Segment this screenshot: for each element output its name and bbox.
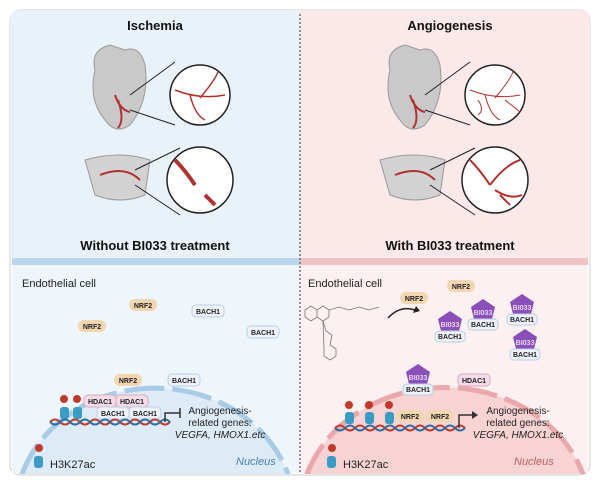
nrf2-protein: NRF2 — [129, 299, 157, 311]
svg-text:NRF2: NRF2 — [119, 378, 137, 385]
heart-icon — [92, 44, 147, 130]
occlusion-zoom-circle — [166, 146, 234, 214]
histone-label: H3K27ac — [343, 459, 389, 471]
inhibition-icon — [164, 408, 181, 422]
bach1-protein: BACH1 — [167, 373, 201, 387]
nrf2-protein: NRF2 — [426, 410, 454, 422]
nrf2-protein: NRF2 — [114, 374, 142, 386]
bach1-protein: BACH1 — [246, 325, 280, 339]
bi033-bach1-complex: BI033 BACH1 — [506, 294, 538, 326]
svg-text:BI033: BI033 — [474, 310, 493, 317]
svg-text:HDAC1: HDAC1 — [88, 399, 112, 406]
bi033-structure-icon — [304, 305, 380, 361]
cell-label: Endothelial cell — [22, 278, 96, 290]
histone-label: H3K27ac — [50, 459, 96, 471]
svg-text:NRF2: NRF2 — [401, 414, 419, 421]
svg-text:BI033: BI033 — [513, 305, 532, 312]
activation-arrow-icon — [458, 414, 472, 428]
hdac1-protein: HDAC1 — [115, 394, 149, 408]
svg-text:NRF2: NRF2 — [405, 296, 423, 303]
genes-list: VEGFA, HMOX1.etc — [473, 430, 563, 441]
nucleus-label: Nucleus — [514, 456, 554, 468]
svg-text:NRF2: NRF2 — [452, 284, 470, 291]
bi033-bach1-complex: BI033 BACH1 — [467, 299, 499, 331]
vessel-zoom-circle — [169, 64, 231, 126]
svg-text:BACH1: BACH1 — [406, 387, 430, 394]
without-treatment-caption: Without BI033 treatment — [80, 238, 230, 253]
svg-text:BACH1: BACH1 — [172, 378, 196, 385]
histone-icon — [60, 395, 82, 419]
leg-artery-icon — [379, 154, 446, 201]
nrf2-protein: NRF2 — [396, 410, 424, 422]
histone-icon — [345, 401, 394, 424]
svg-text:NRF2: NRF2 — [134, 303, 152, 310]
dna-helix-icon — [334, 424, 466, 432]
nucleus-envelope — [304, 385, 586, 474]
genes-label: Angiogenesis- — [188, 406, 251, 417]
cell-label: Endothelial cell — [308, 278, 382, 290]
nrf2-protein: NRF2 — [78, 320, 106, 332]
svg-text:BACH1: BACH1 — [438, 334, 462, 341]
svg-text:NRF2: NRF2 — [83, 324, 101, 331]
top-right-panel — [300, 10, 590, 258]
leg-artery-icon — [84, 154, 151, 201]
svg-text:BACH1: BACH1 — [471, 322, 495, 329]
nucleus-label: Nucleus — [236, 456, 276, 468]
svg-text:BACH1: BACH1 — [510, 317, 534, 324]
genes-label: Angiogenesis- — [486, 406, 549, 417]
svg-text:HDAC1: HDAC1 — [120, 399, 144, 406]
nrf2-protein: NRF2 — [447, 280, 475, 292]
dna-helix-icon — [49, 418, 171, 426]
with-treatment-caption: With BI033 treatment — [385, 238, 515, 253]
left-membrane — [12, 258, 300, 265]
svg-text:BACH1: BACH1 — [196, 309, 220, 316]
histone-legend-icon — [327, 444, 336, 468]
genes-label: related genes: — [188, 418, 251, 429]
angiogenesis-title: Angiogenesis — [407, 18, 492, 33]
nucleus-envelope — [19, 385, 291, 474]
arrow-icon — [387, 307, 416, 319]
right-membrane — [300, 258, 588, 265]
bi033-bach1-complex: BI033 BACH1 — [434, 311, 466, 343]
svg-text:BI033: BI033 — [516, 340, 535, 347]
genes-label: related genes: — [486, 418, 549, 429]
nrf2-protein: NRF2 — [400, 292, 428, 304]
ischemia-title: Ischemia — [127, 18, 183, 33]
bi033-bach1-complex: BI033 BACH1 — [402, 364, 434, 396]
bach1-protein: BACH1 — [128, 406, 162, 420]
histone-legend-icon — [34, 444, 43, 468]
hdac1-protein: HDAC1 — [457, 373, 491, 387]
top-left-panel — [10, 10, 300, 258]
svg-text:BACH1: BACH1 — [513, 352, 537, 359]
vessel-zoom-circle — [464, 64, 526, 126]
svg-text:NRF2: NRF2 — [431, 414, 449, 421]
svg-text:HDAC1: HDAC1 — [462, 378, 486, 385]
svg-text:BI033: BI033 — [441, 322, 460, 329]
genes-list: VEGFA, HMOX1.etc — [175, 430, 265, 441]
svg-text:BACH1: BACH1 — [251, 330, 275, 337]
hdac1-protein: HDAC1 — [83, 394, 117, 408]
bach1-protein: BACH1 — [191, 304, 225, 318]
svg-text:BI033: BI033 — [409, 375, 428, 382]
svg-text:BACH1: BACH1 — [133, 411, 157, 418]
svg-text:BACH1: BACH1 — [101, 411, 125, 418]
bi033-bach1-complex: BI033 BACH1 — [509, 329, 541, 361]
heart-icon — [387, 44, 442, 130]
bach1-protein: BACH1 — [96, 406, 130, 420]
